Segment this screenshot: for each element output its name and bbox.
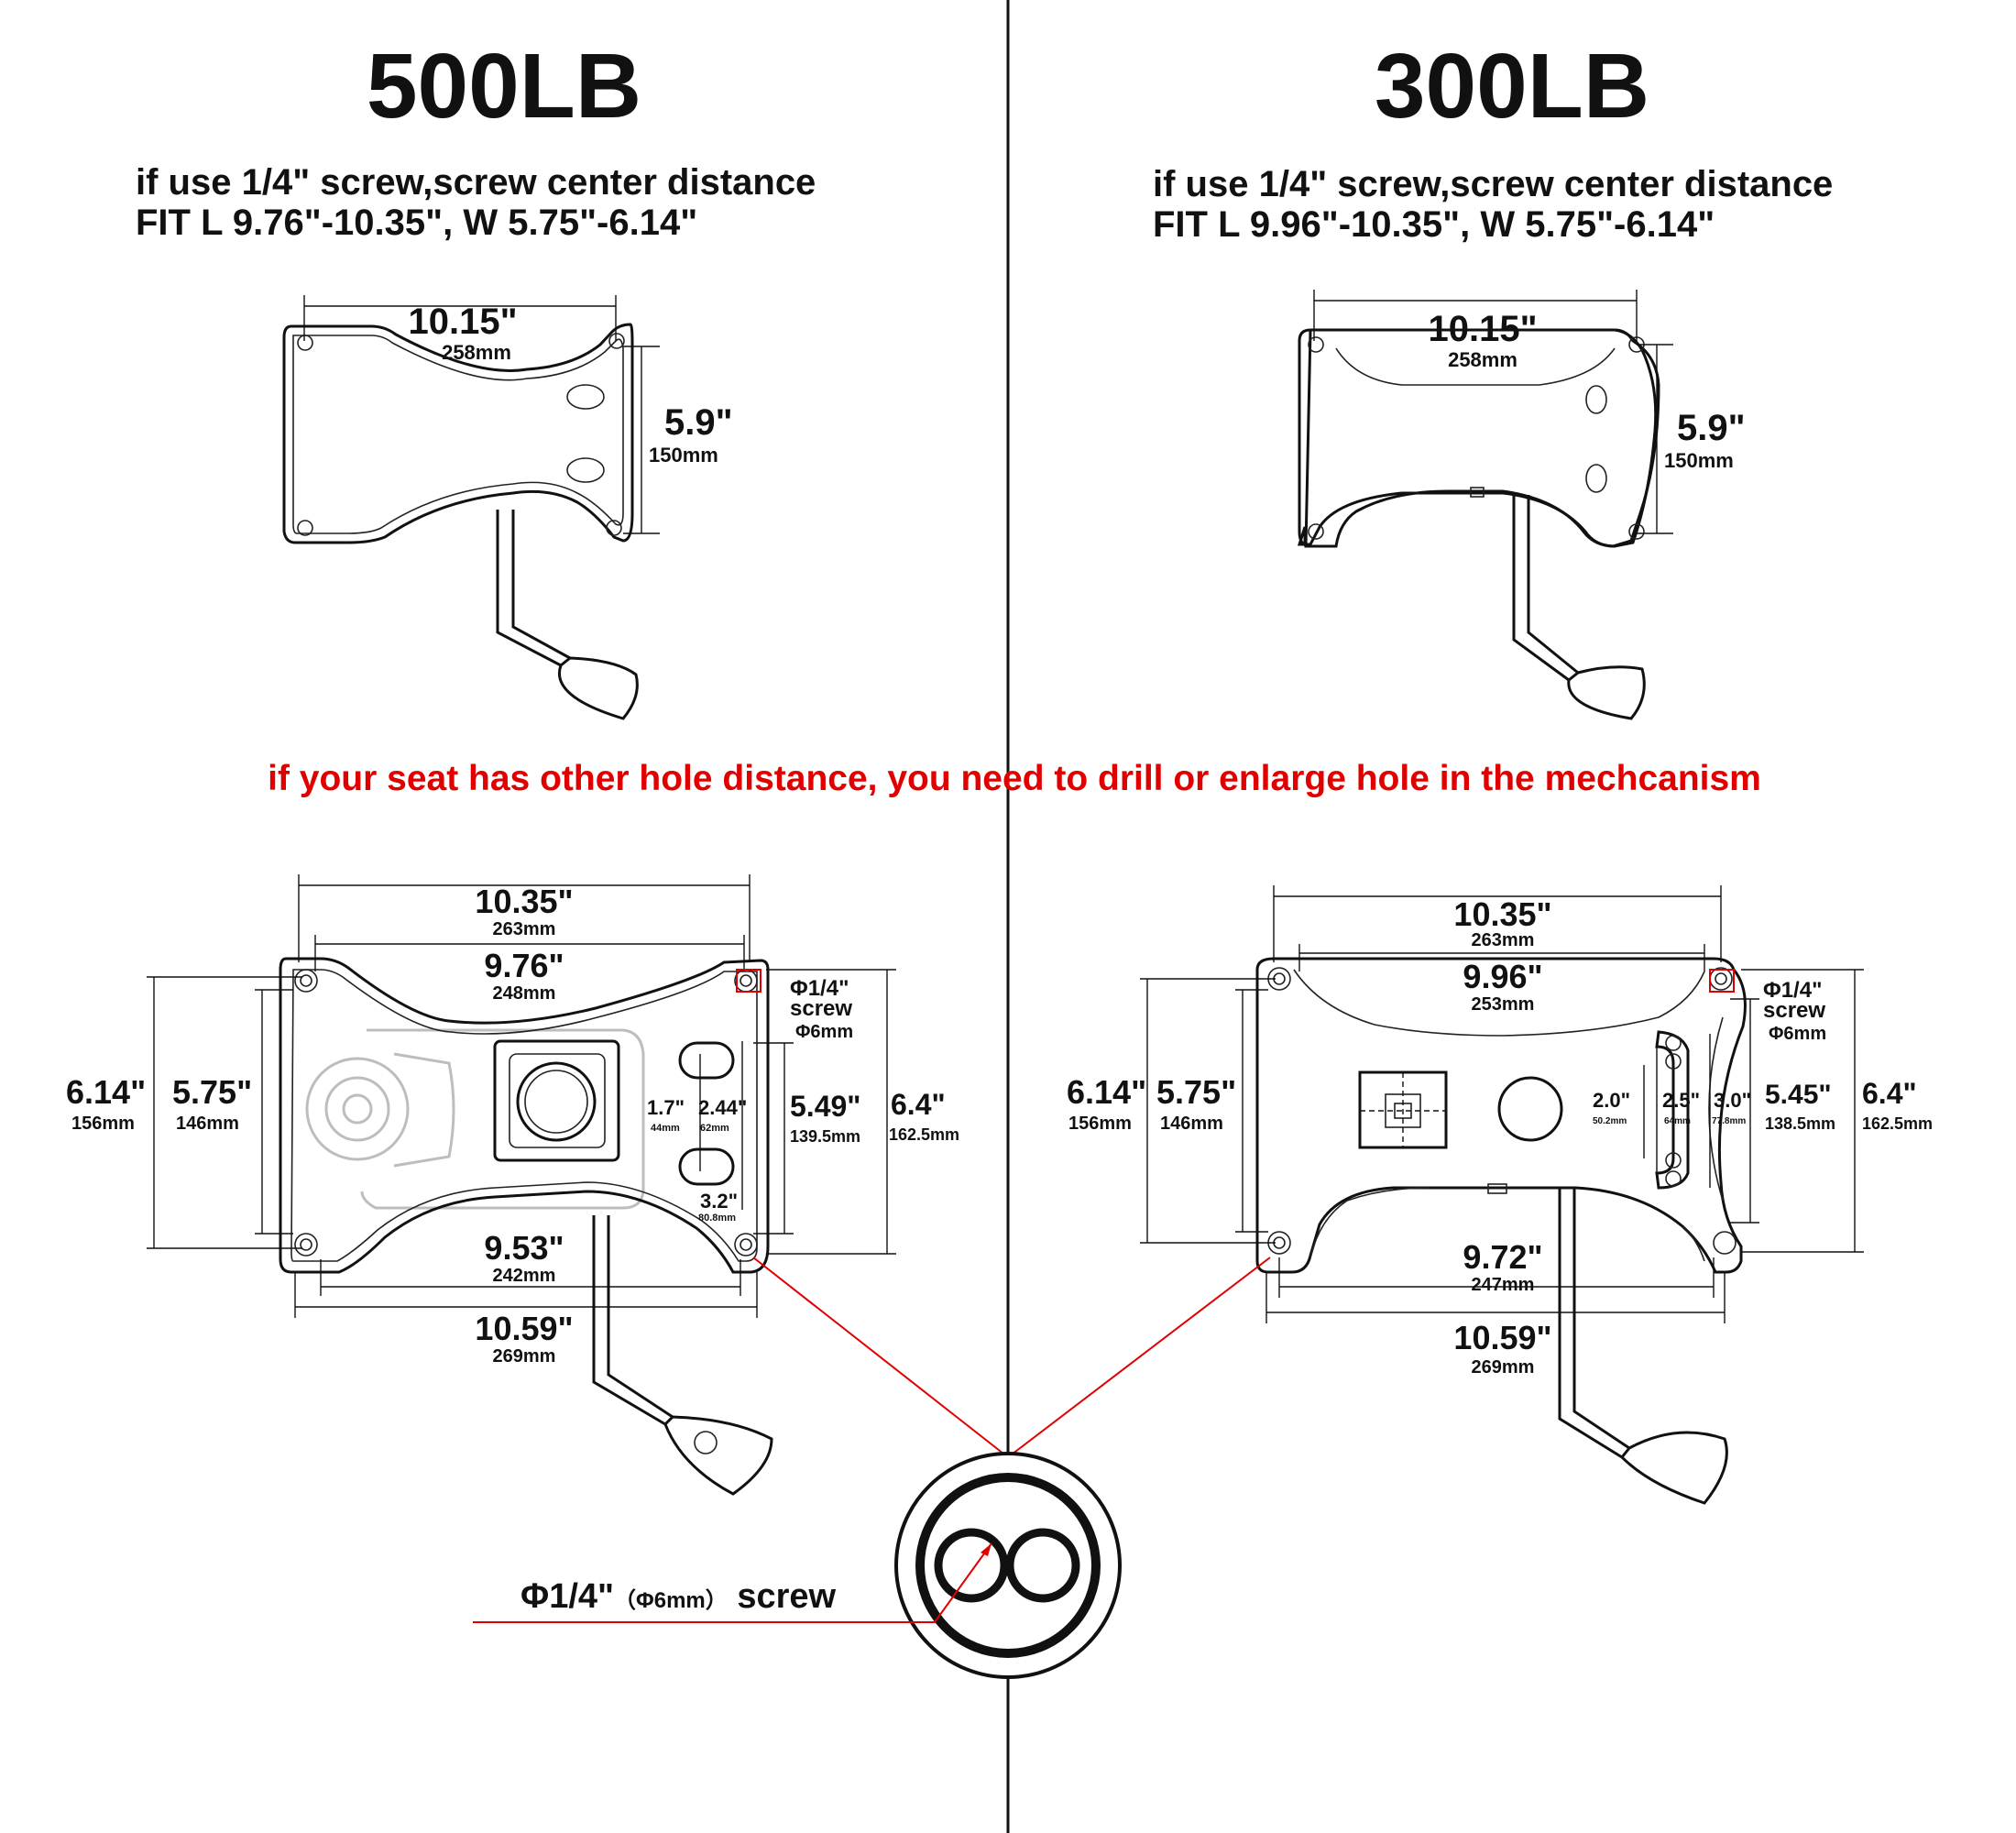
left-top-height-in: 5.9" <box>664 402 733 443</box>
right-bottom-h-full-in: 6.4" <box>1862 1077 1917 1110</box>
right-note-line1: if use 1/4" screw,screw center distance <box>1153 164 1833 204</box>
right-pointer-line <box>1007 1257 1271 1458</box>
left-slot-c-mm: 80.8mm <box>698 1213 736 1224</box>
right-bottom-outer-width-in: 10.35" <box>1453 895 1551 933</box>
left-slot-a-mm: 44mm <box>651 1123 680 1134</box>
right-bottom-inner-width-mm: 253mm <box>1472 994 1535 1015</box>
right-bottom-h-outer-in: 6.14" <box>1067 1073 1146 1111</box>
right-top-height-mm: 150mm <box>1664 449 1734 472</box>
left-slot-b-mm: 62mm <box>700 1123 729 1134</box>
right-bottom-h-right-in: 5.45" <box>1765 1080 1832 1110</box>
callout-arrow <box>981 1543 992 1556</box>
screw-zoom-circle <box>894 1452 1122 1679</box>
right-slot-a-mm: 50.2mm <box>1593 1116 1627 1126</box>
right-top-height-in: 5.9" <box>1677 408 1746 448</box>
left-top-height-mm: 150mm <box>649 444 718 466</box>
left-bottom-h-outer-mm: 156mm <box>71 1114 135 1134</box>
right-bottom-h-inner-in: 5.75" <box>1156 1073 1236 1111</box>
right-slot-b-in: 2.5" <box>1662 1089 1700 1112</box>
left-bottom-h-inner-mm: 146mm <box>176 1114 239 1134</box>
left-bottom-h-full-mm: 162.5mm <box>889 1125 959 1144</box>
right-note-line2: FIT L 9.96"-10.35", W 5.75"-6.14" <box>1153 204 1715 245</box>
right-bottom-outer-width-mm: 263mm <box>1472 930 1535 950</box>
left-bottom-h-inner-in: 5.75" <box>172 1073 252 1111</box>
right-bottom-low-inner-in: 9.72" <box>1463 1238 1542 1276</box>
right-screw-label-2: screw <box>1763 998 1825 1023</box>
left-pointer-line <box>752 1257 1009 1458</box>
left-bottom-inner-width-mm: 248mm <box>493 983 556 1004</box>
right-bottom-low-outer-mm: 269mm <box>1472 1357 1535 1377</box>
right-slot-c-mm: 77.8mm <box>1712 1116 1746 1126</box>
left-top-width-mm: 258mm <box>442 341 511 364</box>
left-screw-label-1: Φ1/4" <box>790 976 849 1001</box>
left-bottom-low-inner-in: 9.53" <box>484 1229 564 1267</box>
right-bottom-low-outer-in: 10.59" <box>1453 1319 1551 1356</box>
right-bottom-low-inner-mm: 247mm <box>1472 1275 1535 1295</box>
left-bottom-h-right-mm: 139.5mm <box>790 1127 860 1146</box>
left-bottom-h-full-in: 6.4" <box>891 1088 946 1121</box>
left-bottom-low-outer-in: 10.59" <box>475 1310 573 1347</box>
right-screw-label-1: Φ1/4" <box>1763 978 1822 1003</box>
right-bottom-dimensions <box>1140 885 1864 1323</box>
left-top-plate <box>282 323 639 720</box>
left-top-width-in: 10.15" <box>408 302 517 342</box>
right-slot-b-mm: 64mm <box>1664 1116 1691 1126</box>
callout-tail: screw <box>728 1577 837 1616</box>
left-bottom-outer-width-mm: 263mm <box>493 919 556 939</box>
right-top-plate <box>1297 328 1660 720</box>
right-screw-marker <box>1709 969 1735 993</box>
warning-text: if your seat has other hole distance, yo… <box>268 759 1761 798</box>
left-bottom-outer-width-in: 10.35" <box>475 883 573 920</box>
left-screw-label-3: Φ6mm <box>795 1022 853 1042</box>
right-bottom-h-right-mm: 138.5mm <box>1765 1114 1835 1133</box>
right-bottom-plate <box>1255 957 1747 1505</box>
left-screw-label-2: screw <box>790 996 852 1021</box>
right-screw-label-3: Φ6mm <box>1769 1024 1826 1044</box>
left-screw-marker <box>736 969 761 993</box>
right-slot-a-in: 2.0" <box>1593 1089 1630 1112</box>
right-bottom-h-inner-mm: 146mm <box>1160 1114 1223 1134</box>
left-bottom-low-inner-mm: 242mm <box>493 1266 556 1286</box>
left-slot-c-in: 3.2" <box>700 1190 738 1213</box>
left-bottom-inner-width-in: 9.76" <box>484 947 564 984</box>
left-bottom-plate <box>279 957 773 1496</box>
right-top-width-mm: 258mm <box>1448 348 1517 371</box>
left-note-line1: if use 1/4" screw,screw center distance <box>136 162 816 203</box>
left-bottom-dimensions <box>147 874 896 1318</box>
right-title: 300LB <box>1375 35 1649 137</box>
left-bottom-h-right-in: 5.49" <box>790 1090 860 1123</box>
left-title: 500LB <box>367 35 641 137</box>
left-note-line2: FIT L 9.76"-10.35", W 5.75"-6.14" <box>136 203 697 243</box>
right-bottom-inner-width-in: 9.96" <box>1463 958 1542 995</box>
left-bottom-h-outer-in: 6.14" <box>66 1073 146 1111</box>
right-bottom-h-full-mm: 162.5mm <box>1862 1114 1933 1133</box>
left-slot-a-in: 1.7" <box>647 1096 685 1119</box>
callout-sub: （Φ6mm） <box>614 1588 728 1613</box>
callout-main: Φ1/4" <box>520 1577 614 1616</box>
right-bottom-h-outer-mm: 156mm <box>1068 1114 1132 1134</box>
left-bottom-low-outer-mm: 269mm <box>493 1346 556 1367</box>
callout-pointer <box>473 1542 992 1623</box>
callout-label: Φ1/4"（Φ6mm） screw <box>520 1577 837 1616</box>
left-slot-b-in: 2.44" <box>698 1096 747 1119</box>
right-top-width-in: 10.15" <box>1428 309 1537 349</box>
right-slot-c-in: 3.0" <box>1714 1089 1751 1112</box>
